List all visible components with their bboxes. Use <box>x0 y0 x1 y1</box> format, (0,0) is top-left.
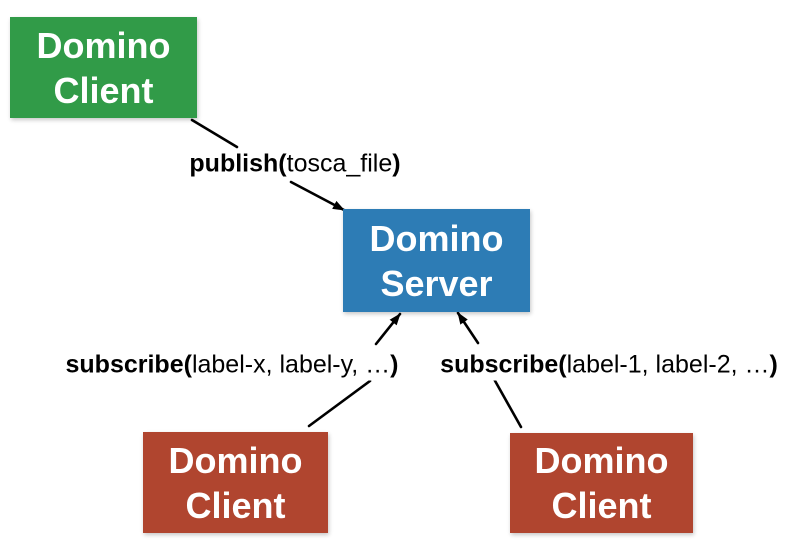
subscribe-left-arrow-head-segment <box>374 312 402 346</box>
node-label-line1: Domino <box>534 440 669 481</box>
node-label-line1: Domino <box>36 24 171 66</box>
node-domino-client-publisher: Domino Client <box>10 17 197 118</box>
publish-arrow <box>190 118 346 212</box>
subscribe-right-call-close: ) <box>769 350 778 379</box>
subscribe-left-arrow <box>307 312 402 428</box>
subscribe-right-arrow-tail-segment <box>492 377 523 429</box>
publish-call-args: tosca_file <box>286 149 393 178</box>
node-label-line2: Client <box>53 69 154 111</box>
subscribe-left-call-close: ) <box>390 350 399 379</box>
publish-arrow-tail-segment <box>190 118 239 149</box>
subscribe-left-arrow-tail-segment <box>307 379 372 428</box>
node-label-line2: Client <box>551 485 652 526</box>
subscribe-left-call-args: label-x, label-y, … <box>191 350 391 379</box>
node-label-line2: Server <box>380 262 493 304</box>
publish-edge-label: publish(tosca_file) <box>187 148 403 180</box>
node-label-line2: Client <box>185 484 286 526</box>
node-domino-client-subscriber-right: Domino Client <box>510 433 693 533</box>
subscribe-right-call-args: label-1, label-2, … <box>566 350 770 379</box>
subscribe-left-call-name: subscribe( <box>65 350 192 379</box>
subscribe-right-arrow-head-segment <box>456 311 480 345</box>
publish-arrow-head-segment <box>289 180 346 212</box>
subscribe-left-edge-label: subscribe(label-x, label-y, …) <box>63 349 401 381</box>
subscribe-right-call-name: subscribe( <box>440 350 567 379</box>
publish-call-close: ) <box>392 149 401 178</box>
node-label-line1: Domino <box>168 439 303 481</box>
node-label-line1: Domino <box>369 217 504 259</box>
node-domino-server: Domino Server <box>343 209 530 312</box>
publish-call-name: publish( <box>189 149 287 178</box>
subscribe-right-arrow <box>456 311 523 429</box>
subscribe-right-edge-label: subscribe(label-1, label-2, …) <box>438 349 780 381</box>
node-domino-client-subscriber-left: Domino Client <box>143 432 328 533</box>
